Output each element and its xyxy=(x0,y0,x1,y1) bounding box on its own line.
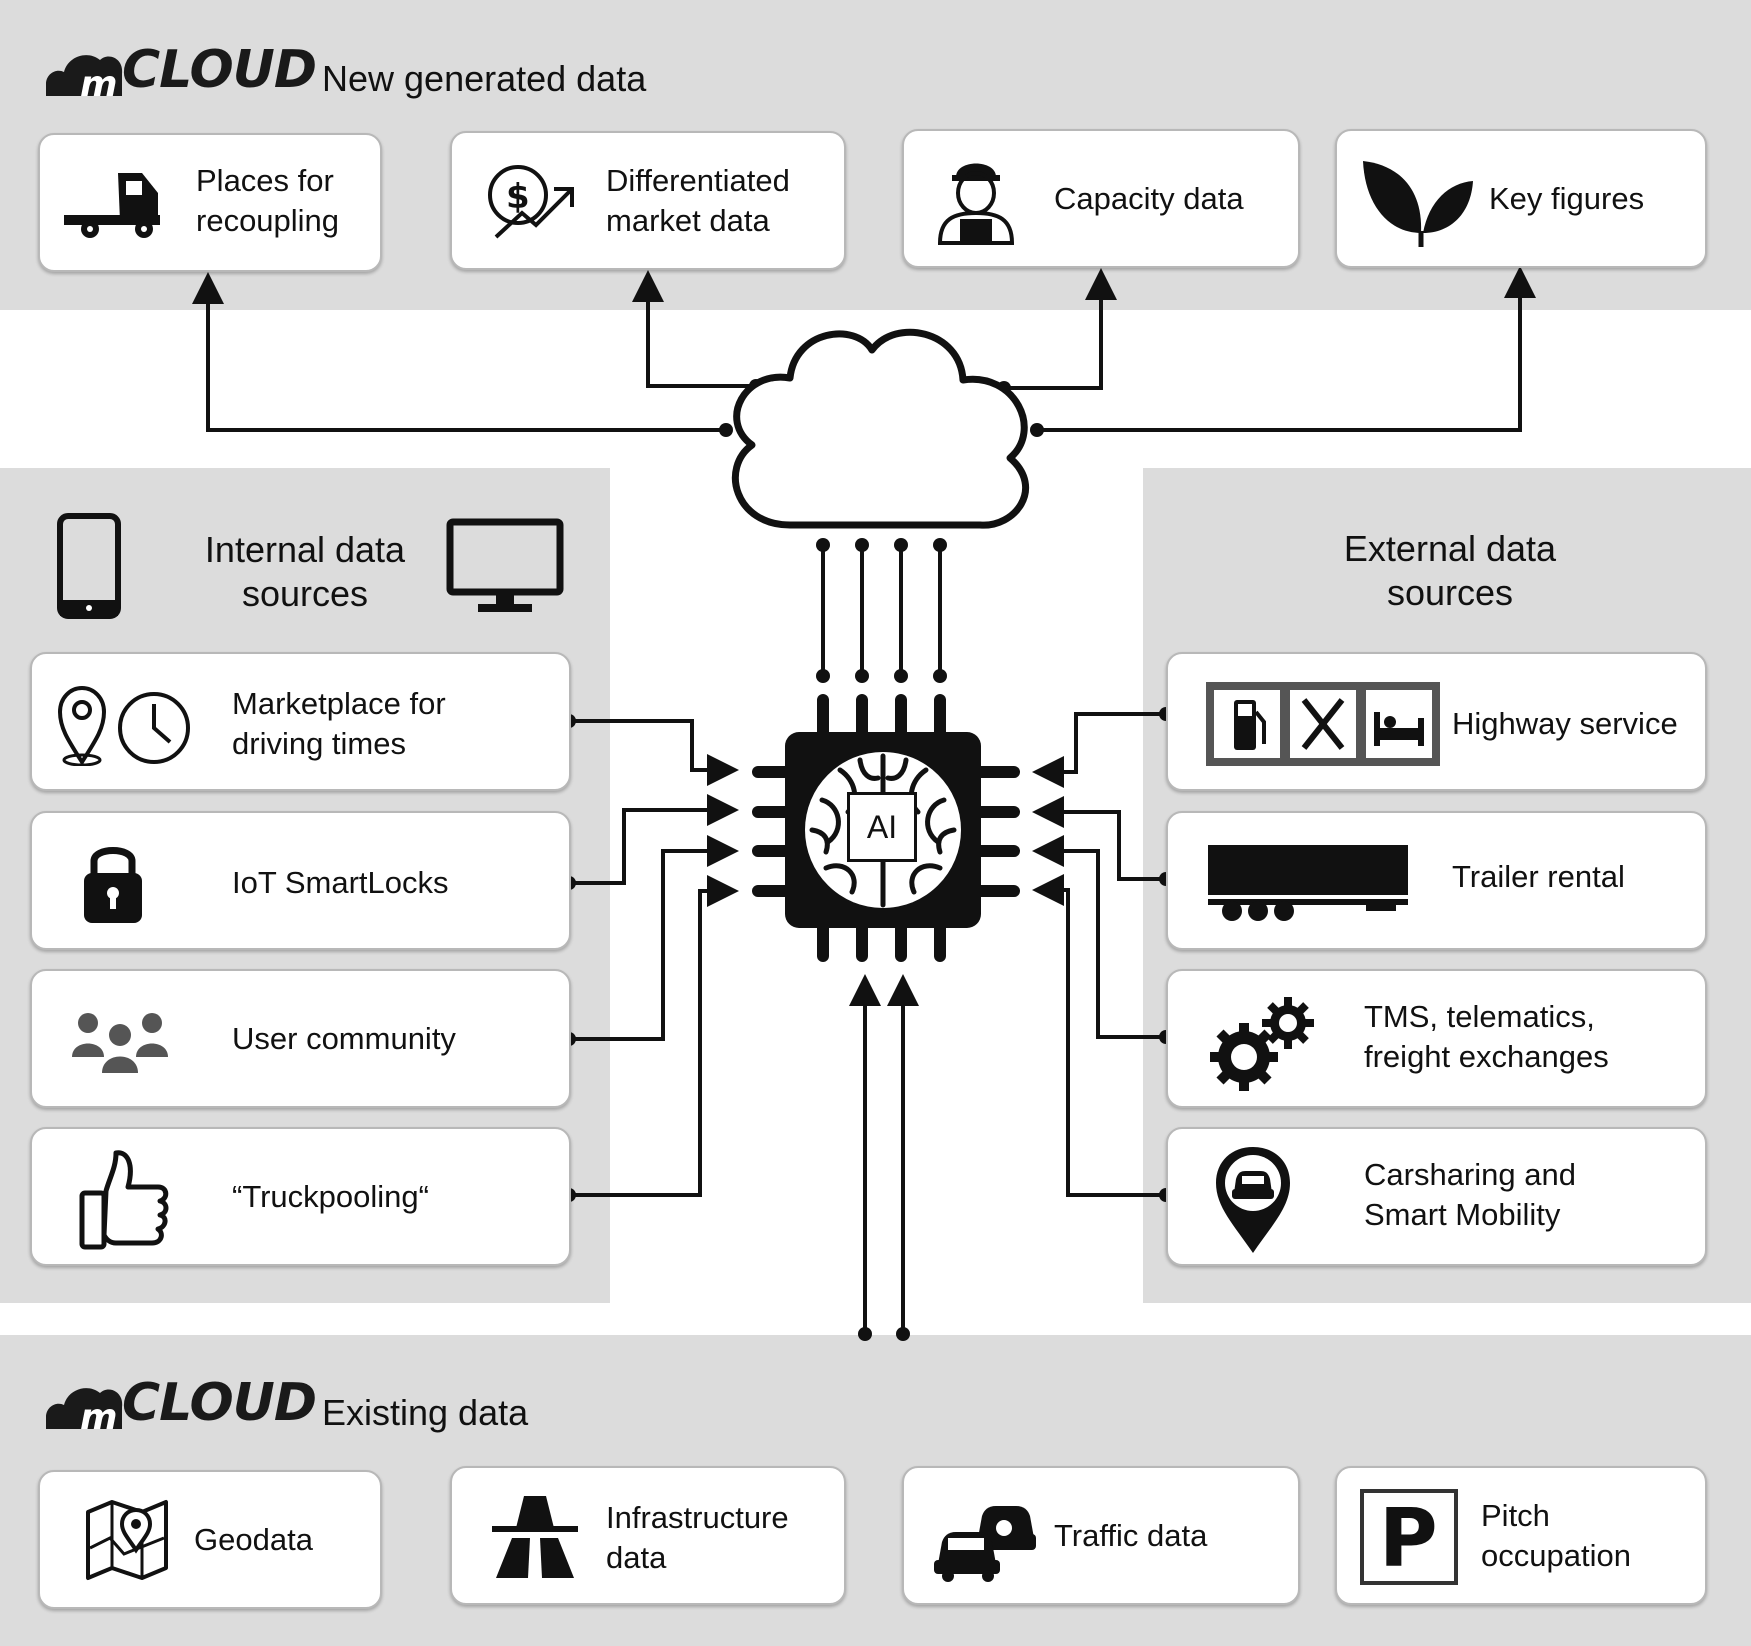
line-cloud-to-places xyxy=(192,272,726,432)
location-clock-icon xyxy=(57,685,190,766)
line-cloud-to-capacity xyxy=(1004,268,1117,390)
traffic-cars-icon xyxy=(934,1506,1036,1582)
label-user-community: User community xyxy=(232,1021,456,1056)
line-tms xyxy=(1032,835,1166,1039)
line-cloud-to-market xyxy=(632,270,756,388)
box-infrastructure: Infrastructure data xyxy=(450,1466,846,1605)
line-highway xyxy=(1032,712,1166,788)
line-marketplace xyxy=(569,719,739,786)
label-tms-telematics: TMS, telematics, freight exchanges xyxy=(1364,999,1609,1074)
label-places-recoupling: Places for recoupling xyxy=(196,163,340,238)
line-smartlocks xyxy=(569,794,739,885)
box-trailer-rental: Trailer rental xyxy=(1166,811,1707,950)
line-carsharing xyxy=(1032,874,1166,1197)
box-highway-service: Highway service xyxy=(1166,652,1707,791)
label-geodata: Geodata xyxy=(194,1522,313,1557)
line-truckpooling xyxy=(569,875,739,1197)
dollar-growth-icon: $ xyxy=(488,165,574,239)
mcloud-logo-icon: m xyxy=(46,55,123,100)
worker-icon xyxy=(937,163,1015,245)
people-icon xyxy=(72,1013,168,1073)
label-marketplace-driving: Marketplace for driving times xyxy=(232,686,446,761)
label-infrastructure: Infrastructure data xyxy=(606,1500,789,1575)
highway-service-icon xyxy=(1206,682,1440,766)
road-icon xyxy=(492,1496,578,1578)
label-truckpooling: “Truckpooling“ xyxy=(232,1179,429,1214)
cloud-icon xyxy=(732,328,1030,529)
internal-title: Internal data sources xyxy=(204,529,406,614)
monitor-icon xyxy=(446,518,564,612)
ai-label-box: AI xyxy=(847,792,917,862)
box-traffic-data: Traffic data xyxy=(902,1466,1300,1605)
line-trailer xyxy=(1032,796,1166,881)
box-capacity-data: Capacity data xyxy=(902,129,1300,268)
smartphone-icon xyxy=(57,513,121,619)
box-differentiated-market: $ Differentiated market data xyxy=(450,131,846,270)
external-title: External data sources xyxy=(1343,528,1557,613)
svg-text:$: $ xyxy=(506,177,530,217)
line-community xyxy=(569,835,739,1041)
box-tms-telematics: TMS, telematics, freight exchanges xyxy=(1166,969,1707,1108)
label-carsharing: Carsharing and Smart Mobility xyxy=(1364,1157,1576,1232)
svg-text:m: m xyxy=(80,64,118,100)
bottom-logo-text: CLOUD xyxy=(122,1373,317,1433)
top-logo-text: CLOUD xyxy=(122,40,317,100)
box-iot-smartlocks: IoT SmartLocks xyxy=(30,811,571,950)
top-heading: New generated data xyxy=(322,58,647,99)
box-carsharing: Carsharing and Smart Mobility xyxy=(1166,1127,1707,1266)
box-truckpooling: “Truckpooling“ xyxy=(30,1127,571,1266)
line-cloud-to-keyfigures xyxy=(1037,266,1536,432)
gears-icon xyxy=(1210,997,1314,1091)
padlock-icon xyxy=(84,847,142,923)
label-traffic-data: Traffic data xyxy=(1054,1518,1208,1553)
label-iot-smartlocks: IoT SmartLocks xyxy=(232,865,449,900)
label-differentiated-market: Differentiated market data xyxy=(606,163,790,238)
box-user-community: User community xyxy=(30,969,571,1108)
box-places-recoupling: Places for recoupling xyxy=(38,133,382,272)
trailer-icon xyxy=(1208,845,1408,921)
truck-tractor-icon xyxy=(64,173,160,238)
label-trailer-rental: Trailer rental xyxy=(1452,859,1625,894)
svg-text:P: P xyxy=(1379,1492,1438,1585)
box-marketplace-driving: Marketplace for driving times xyxy=(30,652,571,791)
box-geodata: Geodata xyxy=(38,1470,382,1609)
car-pin-icon xyxy=(1216,1147,1290,1253)
mcloud-logo-icon-bottom: m xyxy=(46,1388,123,1433)
box-key-figures: Key figures xyxy=(1335,129,1707,268)
parking-icon: P xyxy=(1360,1489,1458,1585)
svg-text:m: m xyxy=(80,1397,118,1433)
thumbs-up-icon xyxy=(79,1150,169,1250)
bottom-heading: Existing data xyxy=(322,1392,529,1433)
label-capacity-data: Capacity data xyxy=(1054,181,1244,216)
map-icon xyxy=(86,1500,168,1580)
label-key-figures: Key figures xyxy=(1489,181,1645,216)
leaf-icon xyxy=(1363,161,1473,247)
box-pitch-occupation: P Pitch occupation xyxy=(1335,1466,1707,1605)
label-highway-service: Highway service xyxy=(1452,706,1678,741)
label-pitch-occupation: Pitch occupation xyxy=(1481,1498,1631,1573)
